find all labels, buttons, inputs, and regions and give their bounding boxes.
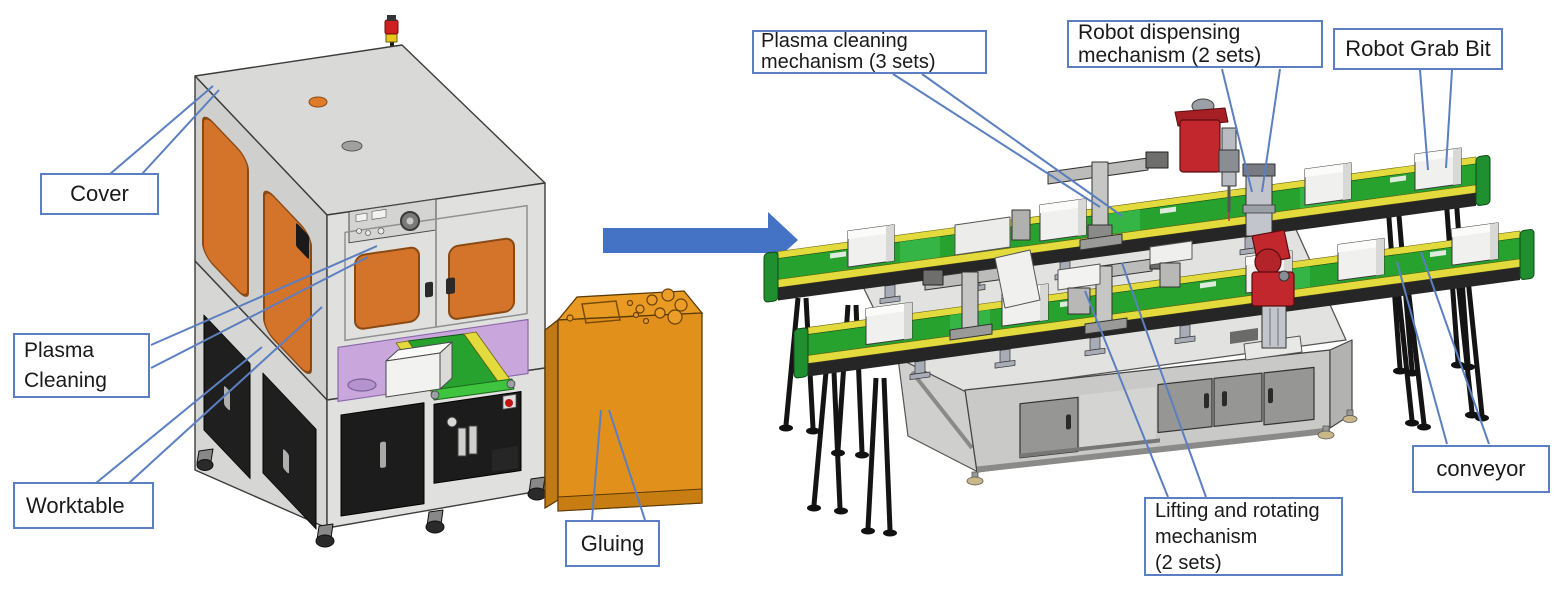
label-plasma-cleaning-mechanism: Plasma cleaning mechanism (3 sets) xyxy=(752,30,987,74)
label-cover: Cover xyxy=(40,173,159,215)
leader-worktable xyxy=(95,306,323,484)
gluing-cabinet-illustration xyxy=(544,288,704,512)
base-left-doors xyxy=(203,314,317,530)
leader-lifting-rotating xyxy=(1084,262,1207,498)
leader-lines xyxy=(95,68,1490,521)
conveyor-leg-feet xyxy=(779,361,1489,537)
leader-cover xyxy=(109,85,220,175)
red-robot-arm xyxy=(1230,229,1303,361)
plasma-mechanism-2 xyxy=(922,264,1021,341)
angled-plate xyxy=(994,249,1041,309)
leader-plasma-mechanism xyxy=(892,73,1123,217)
leader-gluing xyxy=(591,409,646,521)
leader-robot-grab-bit xyxy=(1419,69,1453,171)
right-machine-illustration xyxy=(763,98,1535,537)
warning-sticker-icon xyxy=(505,399,513,407)
leader-robot-dispensing xyxy=(1221,68,1281,193)
leader-conveyor xyxy=(1396,251,1490,445)
back-conveyor-line xyxy=(763,147,1491,305)
exit-conveyor xyxy=(385,331,516,401)
casters xyxy=(196,448,547,548)
left-face-windows xyxy=(202,116,312,375)
label-robot-grab-bit: Robot Grab Bit xyxy=(1333,28,1503,70)
gluing-control-knobs xyxy=(566,288,688,325)
label-conveyor: conveyor xyxy=(1412,445,1550,493)
label-robot-dispensing-mechanism: Robot dispensing mechanism (2 sets) xyxy=(1067,20,1323,68)
lifting-rotating-mechanism-1 xyxy=(1057,263,1101,315)
plasma-mechanism-1 xyxy=(954,151,1169,256)
lifting-rotating-mechanism-2 xyxy=(1149,240,1193,288)
transition-arrow-icon xyxy=(603,212,798,267)
label-worktable: Worktable xyxy=(13,482,154,529)
robot-dispensing-gantry xyxy=(1174,98,1240,221)
label-gluing: Gluing xyxy=(565,520,660,567)
left-machine-illustration xyxy=(194,15,547,548)
table-feet xyxy=(966,409,1358,486)
label-lifting-rotating-mechanism: Lifting and rotating mechanism (2 sets) xyxy=(1144,497,1343,576)
cabinet-doors xyxy=(977,366,1330,473)
leader-plasma-cleaning xyxy=(150,245,378,369)
label-plasma-cleaning: Plasma Cleaning xyxy=(13,333,150,398)
